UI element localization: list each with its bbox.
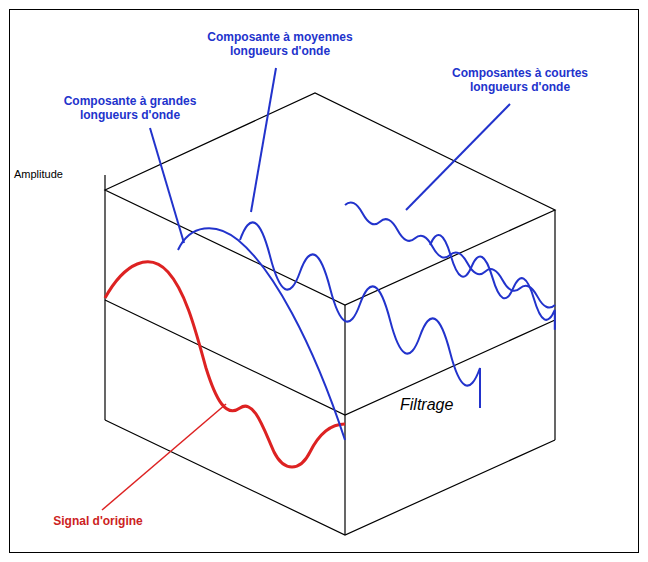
frame <box>10 10 639 553</box>
axis-label: Amplitude <box>14 168 63 181</box>
component-label: Composantes à courtes longueurs d'onde <box>440 66 600 95</box>
signal-label: Signal d'origine <box>28 514 168 528</box>
box-outline <box>105 93 555 535</box>
leader-line <box>102 404 226 510</box>
process-label: Filtrage <box>400 395 453 414</box>
filtered-components <box>150 68 555 440</box>
component-label: Composante à moyennes longueurs d'onde <box>200 30 360 59</box>
original-signal <box>105 262 345 467</box>
component-label: Composante à grandes longueurs d'onde <box>55 94 205 123</box>
